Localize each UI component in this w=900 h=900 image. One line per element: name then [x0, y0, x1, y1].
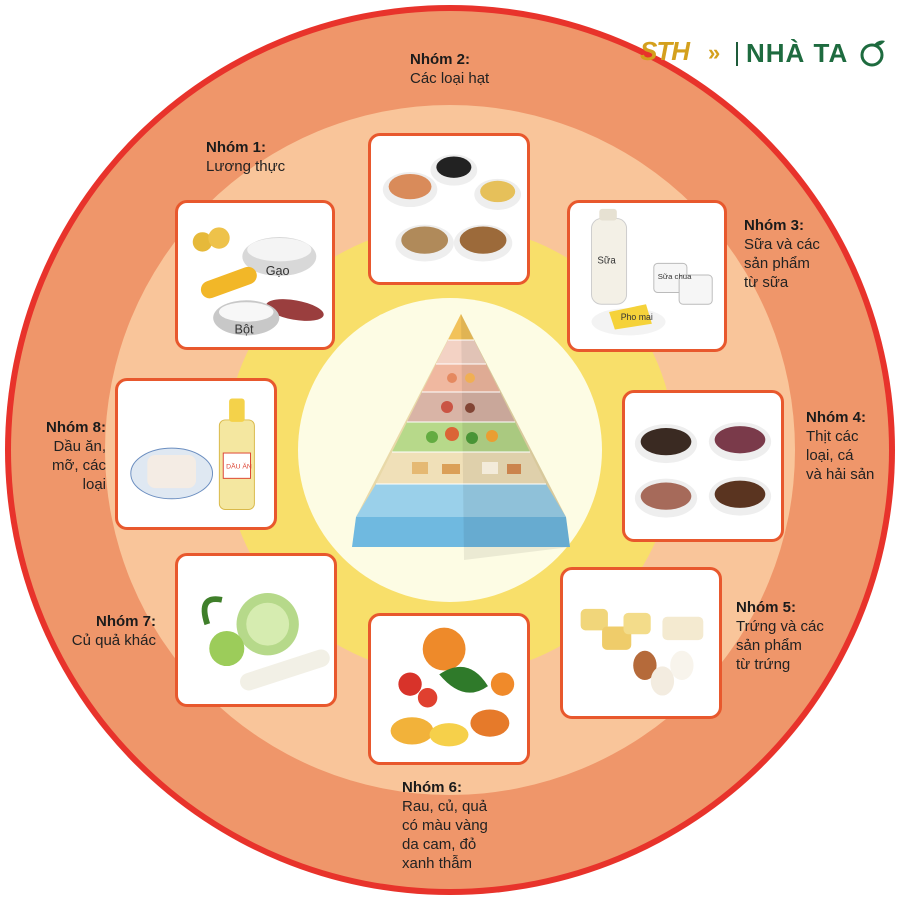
group-5-card: [560, 567, 722, 719]
logo-sth: STH: [640, 36, 690, 66]
logo-brand-name: NHÀ TA: [746, 38, 849, 68]
group-1-card: Gạo Bột: [175, 200, 335, 350]
group-8-desc: Dầu ăn, mỡ, các loại: [51, 438, 106, 493]
food-pyramid-image: [352, 314, 570, 560]
logo-separator: [736, 42, 738, 66]
eggs-image: [580, 608, 704, 696]
group-2-title: Nhóm 2:: [410, 51, 470, 68]
group-7-title: Nhóm 7:: [96, 613, 156, 630]
group-1-label: Nhóm 1: Lương thực: [206, 138, 285, 176]
group-6-title: Nhóm 6:: [402, 779, 462, 796]
group-6-desc: Rau, củ, quả có màu vàng da cam, đỏ xanh…: [402, 798, 488, 872]
logo-chevrons: »: [708, 40, 721, 65]
staple-foods-image: Gạo Bột: [192, 227, 324, 336]
cheese-label: Pho mai: [621, 312, 653, 322]
colorful-vegetables-image: [390, 627, 515, 747]
group-2-desc: Các loại hạt: [410, 70, 490, 87]
group-2-card: [368, 133, 530, 285]
dairy-image: Sữa Sữa chua Pho mai: [591, 208, 713, 336]
group-1-desc: Lương thực: [206, 158, 286, 175]
group-4-label: Nhóm 4: Thịt các loại, cá và hải sản: [806, 408, 874, 484]
group-7-card: [175, 553, 337, 707]
nuts-grains-image: [382, 154, 522, 262]
group-4-card: [622, 390, 784, 542]
group-4-title: Nhóm 4:: [806, 409, 866, 426]
group-5-title: Nhóm 5:: [736, 599, 796, 616]
group-7-label: Nhóm 7: Củ quả khác: [56, 612, 156, 650]
group-1-title: Nhóm 1:: [206, 139, 266, 156]
group-5-desc: Trứng và các sản phẩm từ trứng: [736, 618, 824, 673]
group-5-label: Nhóm 5: Trứng và các sản phẩm từ trứng: [736, 598, 824, 674]
group-8-label: Nhóm 8: Dầu ăn, mỡ, các loại: [30, 418, 106, 494]
group-7-desc: Củ quả khác: [71, 632, 156, 649]
group-6-label: Nhóm 6: Rau, củ, quả có màu vàng da cam,…: [402, 778, 488, 873]
meat-seafood-image: [634, 422, 772, 518]
group-8-card: DẦU ĂN: [115, 378, 277, 530]
oil-fat-image: DẦU ĂN: [130, 398, 255, 510]
group-4-desc: Thịt các loại, cá và hải sản: [806, 428, 875, 483]
group-3-label: Nhóm 3: Sữa và các sản phẩm từ sữa: [744, 216, 820, 292]
oil-bottle-label: DẦU ĂN: [226, 461, 252, 471]
group-3-card: Sữa Sữa chua Pho mai: [567, 200, 727, 352]
flour-label: Bột: [235, 322, 254, 336]
group-8-title: Nhóm 8:: [46, 419, 106, 436]
group-3-title: Nhóm 3:: [744, 217, 804, 234]
group-6-card: [368, 613, 530, 765]
brand-logo: STH » NHÀ TA: [640, 36, 885, 72]
rice-label: Gạo: [266, 264, 290, 278]
group-2-label: Nhóm 2: Các loại hạt: [410, 50, 489, 88]
yogurt-label: Sữa chua: [658, 272, 692, 281]
group-3-desc: Sữa và các sản phẩm từ sữa: [744, 236, 820, 291]
other-vegetables-image: [201, 593, 330, 691]
milk-label: Sữa: [597, 255, 616, 266]
apple-leaf-icon: [860, 40, 885, 67]
